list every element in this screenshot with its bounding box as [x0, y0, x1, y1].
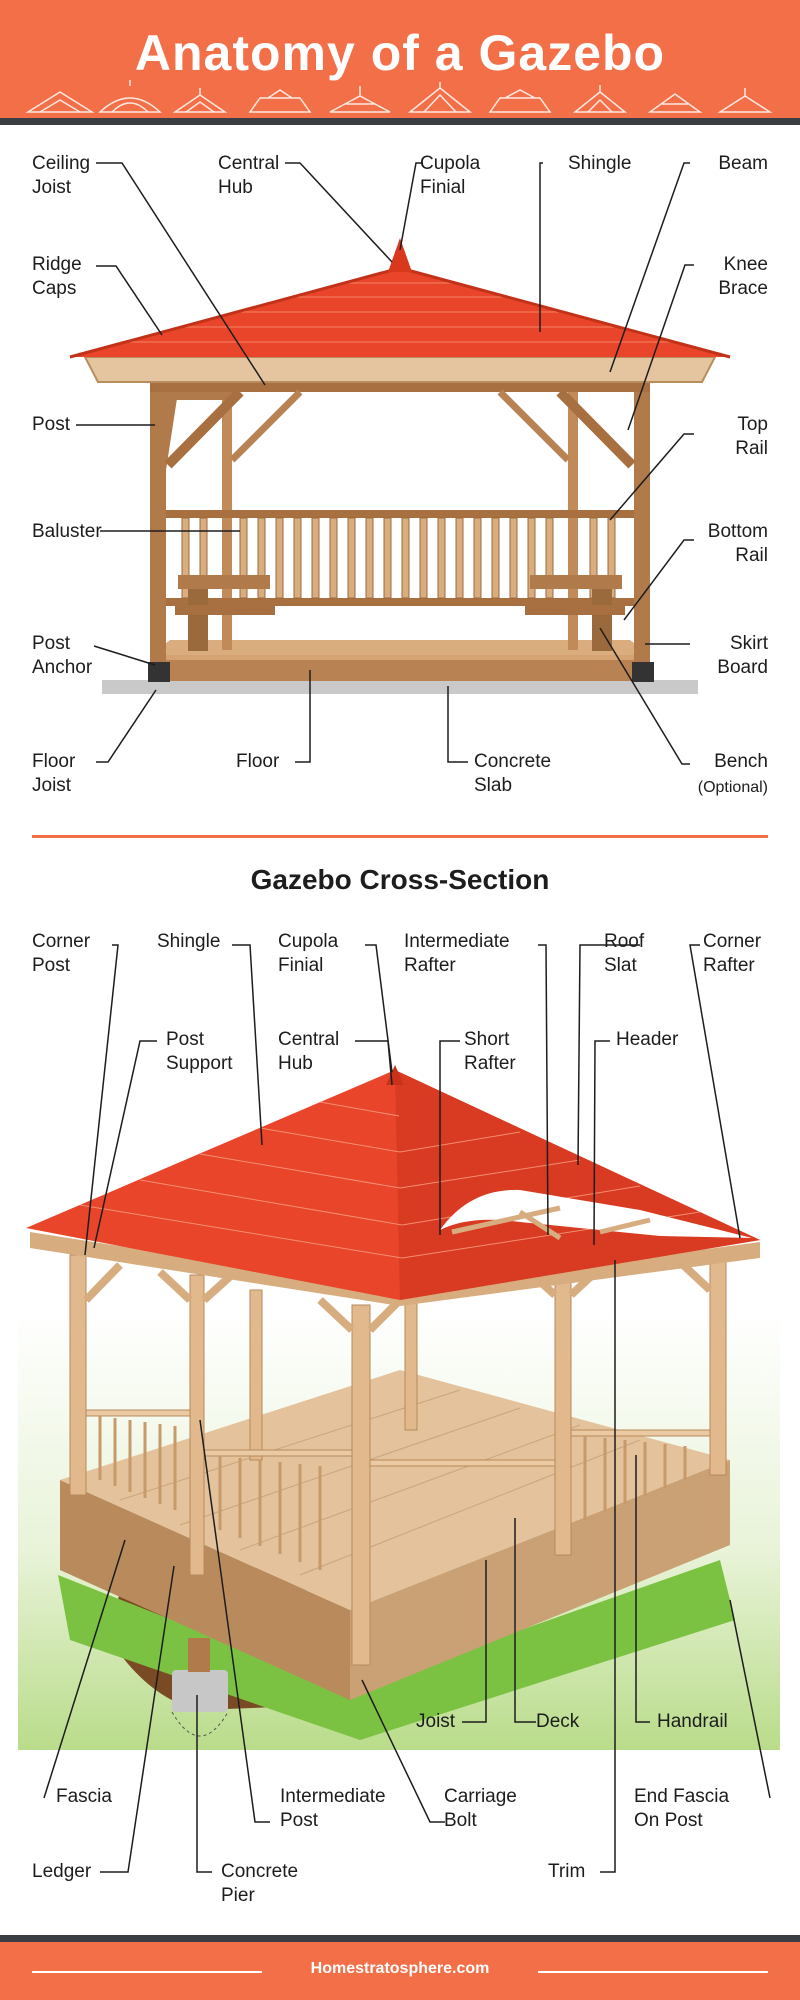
roof-icons-strip — [25, 80, 773, 113]
label-carriage-bolt: Carriage Bolt — [444, 1786, 517, 1831]
label-header: Header — [616, 1029, 679, 1050]
footer-site-link[interactable]: Homestratosphere.com — [310, 1960, 490, 1977]
section-title: Gazebo Cross-Section — [250, 864, 550, 895]
label-ledger: Ledger — [32, 1861, 92, 1882]
label-beam: Beam — [718, 153, 768, 174]
label-ceiling-joist: Ceiling Joist — [32, 153, 91, 198]
label-roof-slat: Roof Slat — [604, 931, 645, 976]
label-floor: Floor — [236, 751, 280, 772]
label-cupola-finial-2: Cupola Finial — [278, 931, 339, 976]
label-corner-rafter: Corner Rafter — [703, 931, 762, 976]
label-top-rail: Top Rail — [735, 414, 768, 459]
label-fascia: Fascia — [56, 1786, 112, 1807]
label-floor-joist: Floor Joist — [32, 751, 76, 796]
label-cupola-finial: Cupola Finial — [420, 153, 481, 198]
label-central-hub: Central Hub — [218, 153, 280, 198]
label-intermediate-post: Intermediate Post — [280, 1786, 386, 1831]
gazebo-cross-section-illustration — [18, 944, 780, 1873]
header-banner: Anatomy of a Gazebo — [0, 0, 800, 118]
label-bench: Bench — [714, 751, 768, 772]
label-post-anchor: Post Anchor — [32, 633, 93, 678]
footer-line-right — [538, 1971, 768, 1973]
label-post-support: Post Support — [166, 1029, 233, 1074]
gazebo-front-illustration — [69, 162, 731, 765]
label-short-rafter: Short Rafter — [464, 1029, 516, 1074]
label-shingle: Shingle — [568, 153, 632, 174]
label-central-hub-2: Central Hub — [278, 1029, 340, 1074]
label-end-fascia-on-post: End Fascia On Post — [634, 1786, 730, 1831]
label-concrete-pier: Concrete Pier — [221, 1861, 299, 1906]
label-intermediate-rafter: Intermediate Rafter — [404, 931, 510, 976]
label-shingle-2: Shingle — [157, 931, 221, 952]
label-ridge-caps: Ridge Caps — [32, 254, 82, 299]
label-trim: Trim — [548, 1861, 586, 1882]
footer-rule — [0, 1935, 800, 1942]
label-deck: Deck — [536, 1711, 580, 1732]
label-bench-note: (Optional) — [697, 779, 768, 796]
section-divider — [32, 835, 768, 838]
label-post: Post — [32, 414, 71, 435]
label-bottom-rail: Bottom Rail — [707, 521, 768, 566]
label-baluster: Baluster — [32, 521, 102, 542]
label-corner-post: Corner Post — [32, 931, 91, 976]
label-handrail: Handrail — [657, 1711, 728, 1732]
label-knee-brace: Knee Brace — [718, 254, 768, 299]
header-rule — [0, 118, 800, 125]
label-skirt-board: Skirt Board — [717, 633, 768, 678]
footer-banner: Homestratosphere.com — [0, 1942, 800, 2000]
label-joist: Joist — [416, 1711, 456, 1732]
label-concrete-slab: Concrete Slab — [474, 751, 552, 796]
page-title: Anatomy of a Gazebo — [134, 25, 666, 81]
footer-line-left — [32, 1971, 262, 1973]
